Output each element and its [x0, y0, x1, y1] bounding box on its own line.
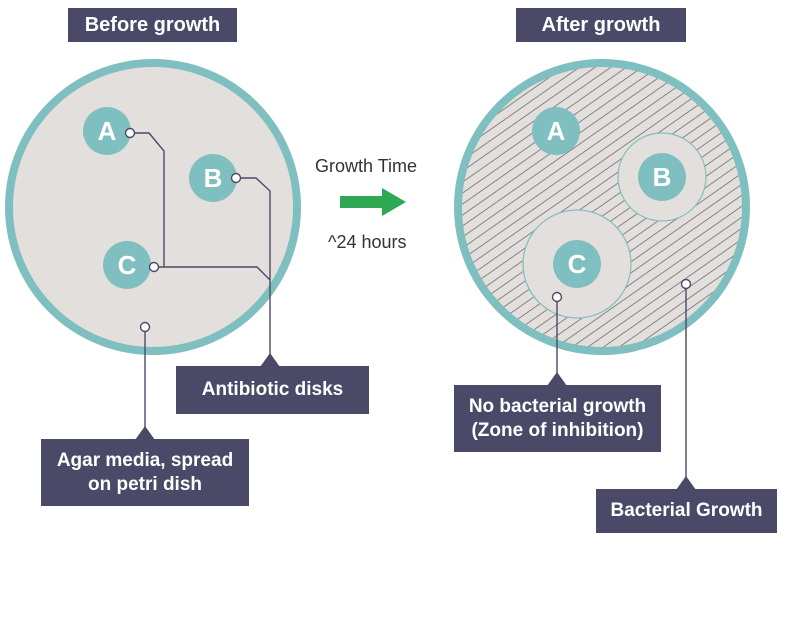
petri-dish-after: A B C [454, 59, 750, 490]
pointer-dot [124, 127, 136, 139]
disk-a-before: A [83, 107, 131, 155]
agar-media [5, 59, 301, 355]
svg-text:C: C [568, 249, 587, 279]
duration-label: ^24 hours [328, 232, 407, 252]
svg-text:B: B [653, 162, 672, 192]
no-growth-line1: No bacterial growth [468, 396, 647, 417]
leader-lines-before [130, 132, 271, 430]
petri-dish-before: A B C [5, 59, 301, 440]
growth-time-label: Growth Time [315, 156, 418, 176]
pointer-dot [551, 291, 563, 303]
callout-pointer [676, 476, 696, 490]
pointer-dot [680, 278, 692, 290]
pointer-dot [148, 261, 160, 273]
pointer-dot [139, 321, 151, 333]
pointer-dot [230, 172, 242, 184]
zone-of-inhibition-callout: No bacterial growth (Zone of inhibition) [454, 385, 661, 452]
svg-text:B: B [204, 163, 223, 193]
callout-pointer [547, 372, 567, 386]
agar-label-line2: on petri dish [88, 474, 202, 495]
agar-label-line1: Agar media, spread [56, 450, 234, 471]
callout-pointer [135, 426, 155, 440]
bacterial-growth-callout: Bacterial Growth [596, 489, 777, 533]
callout-pointer [260, 353, 280, 367]
before-growth-title: Before growth [68, 8, 237, 42]
disk-c-before: C [103, 241, 151, 289]
svg-text:A: A [547, 116, 566, 146]
growth-arrow-icon [340, 188, 406, 216]
svg-text:C: C [118, 250, 137, 280]
disk-b-after: B [638, 153, 686, 201]
disk-c-after: C [553, 240, 601, 288]
disk-a-after: A [532, 107, 580, 155]
svg-text:A: A [98, 116, 117, 146]
antibiotic-disks-callout: Antibiotic disks [176, 366, 369, 414]
disk-b-before: B [189, 154, 237, 202]
agar-media-callout: Agar media, spread on petri dish [41, 439, 249, 506]
after-growth-title: After growth [516, 8, 686, 42]
no-growth-line2: (Zone of inhibition) [471, 420, 644, 441]
